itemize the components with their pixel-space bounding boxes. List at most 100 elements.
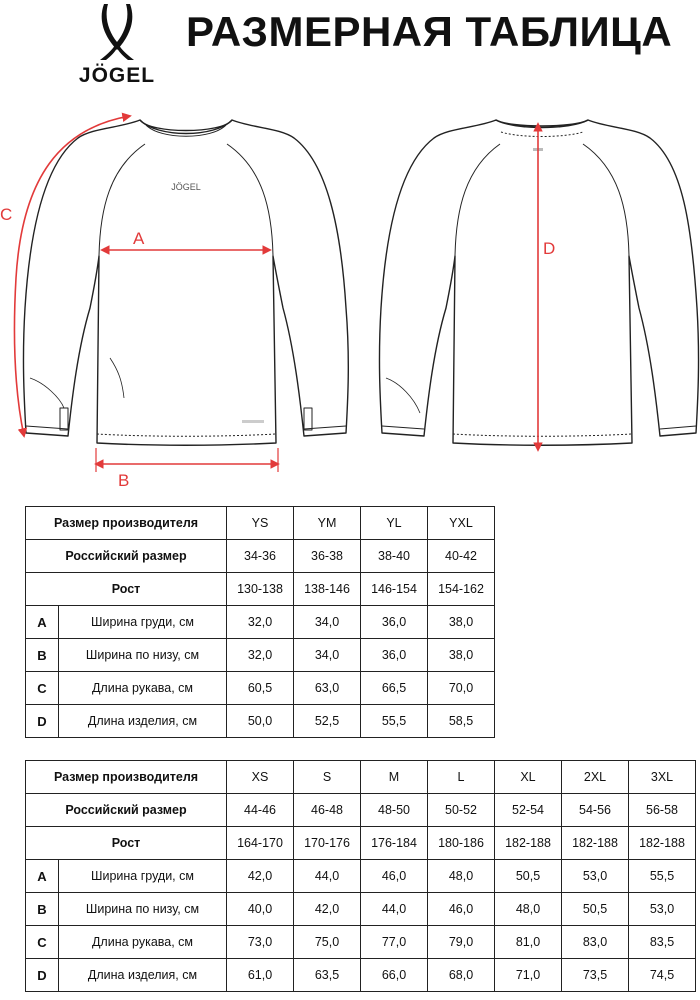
size-table-adult: Размер производителя XS S M L XL 2XL 3XL… (25, 760, 696, 992)
row-letter: A (25, 605, 59, 639)
page-title: РАЗМЕРНАЯ ТАБЛИЦА (186, 8, 673, 55)
size-cell: YM (293, 506, 361, 540)
value-cell: 38,0 (427, 605, 495, 639)
table-row: Российский размер 34-36 36-38 38-40 40-4… (25, 539, 495, 573)
table-row: Российский размер 44-46 46-48 48-50 50-5… (25, 793, 696, 827)
size-cell: 2XL (561, 760, 629, 794)
front-print: JÖGEL (171, 182, 201, 192)
value-cell: 138-146 (293, 572, 361, 606)
value-cell: 83,0 (561, 925, 629, 959)
value-cell: 52-54 (494, 793, 562, 827)
value-cell: 46,0 (360, 859, 428, 893)
value-cell: 34,0 (293, 605, 361, 639)
value-cell: 46,0 (427, 892, 495, 926)
value-cell: 36,0 (360, 605, 428, 639)
row-label: Ширина груди, см (58, 859, 227, 893)
value-cell: 54-56 (561, 793, 629, 827)
measure-b-label: B (118, 471, 129, 488)
value-cell: 48,0 (427, 859, 495, 893)
value-cell: 38-40 (360, 539, 428, 573)
value-cell: 73,5 (561, 958, 629, 992)
measure-d-label: D (543, 239, 555, 258)
garment-diagram: JÖGEL A B C D (0, 112, 700, 488)
size-cell: YXL (427, 506, 495, 540)
size-cell: M (360, 760, 428, 794)
value-cell: 36-38 (293, 539, 361, 573)
value-cell: 182-188 (494, 826, 562, 860)
brand-logo: JÖGEL (64, 0, 170, 88)
row-label: Ширина груди, см (58, 605, 227, 639)
value-cell: 154-162 (427, 572, 495, 606)
value-cell: 176-184 (360, 826, 428, 860)
value-cell: 53,0 (628, 892, 696, 926)
value-cell: 44,0 (293, 859, 361, 893)
table-row: B Ширина по низу, см 32,0 34,0 36,0 38,0 (25, 638, 495, 672)
table-row: C Длина рукава, см 73,0 75,0 77,0 79,0 8… (25, 925, 696, 959)
logo-mark-icon (100, 4, 134, 60)
value-cell: 81,0 (494, 925, 562, 959)
table-row: Рост 130-138 138-146 146-154 154-162 (25, 572, 495, 606)
value-cell: 68,0 (427, 958, 495, 992)
value-cell: 36,0 (360, 638, 428, 672)
value-cell: 32,0 (226, 638, 294, 672)
value-cell: 74,5 (628, 958, 696, 992)
value-cell: 83,5 (628, 925, 696, 959)
row-label: Рост (25, 826, 227, 860)
value-cell: 58,5 (427, 704, 495, 738)
table-row: A Ширина груди, см 32,0 34,0 36,0 38,0 (25, 605, 495, 639)
value-cell: 38,0 (427, 638, 495, 672)
value-cell: 44,0 (360, 892, 428, 926)
table-row: D Длина изделия, см 50,0 52,5 55,5 58,5 (25, 704, 495, 738)
value-cell: 55,5 (628, 859, 696, 893)
header-cell: Размер производителя (25, 506, 227, 540)
value-cell: 146-154 (360, 572, 428, 606)
value-cell: 50-52 (427, 793, 495, 827)
table-row: Размер производителя YS YM YL YXL (25, 506, 495, 540)
value-cell: 48,0 (494, 892, 562, 926)
value-cell: 50,0 (226, 704, 294, 738)
shirt-front (22, 119, 350, 446)
value-cell: 70,0 (427, 671, 495, 705)
table-row: Рост 164-170 170-176 176-184 180-186 182… (25, 826, 696, 860)
value-cell: 180-186 (427, 826, 495, 860)
row-letter: B (25, 892, 59, 926)
value-cell: 55,5 (360, 704, 428, 738)
value-cell: 34-36 (226, 539, 294, 573)
value-cell: 63,0 (293, 671, 361, 705)
row-label: Длина изделия, см (58, 704, 227, 738)
value-cell: 66,0 (360, 958, 428, 992)
table-row: D Длина изделия, см 61,0 63,5 66,0 68,0 … (25, 958, 696, 992)
value-cell: 46-48 (293, 793, 361, 827)
size-cell: YS (226, 506, 294, 540)
value-cell: 61,0 (226, 958, 294, 992)
size-cell: YL (360, 506, 428, 540)
value-cell: 48-50 (360, 793, 428, 827)
value-cell: 73,0 (226, 925, 294, 959)
size-cell: 3XL (628, 760, 696, 794)
value-cell: 182-188 (561, 826, 629, 860)
row-label: Длина изделия, см (58, 958, 227, 992)
row-letter: B (25, 638, 59, 672)
measure-a-label: A (133, 229, 145, 248)
table-row: B Ширина по низу, см 40,0 42,0 44,0 46,0… (25, 892, 696, 926)
measure-c-label: C (0, 205, 12, 224)
value-cell: 170-176 (293, 826, 361, 860)
row-letter: D (25, 704, 59, 738)
table-row: Размер производителя XS S M L XL 2XL 3XL (25, 760, 696, 794)
size-table-youth: Размер производителя YS YM YL YXL Россий… (25, 506, 495, 738)
value-cell: 32,0 (226, 605, 294, 639)
measure-c-arc (13, 112, 132, 438)
brand-name: JÖGEL (78, 64, 156, 87)
value-cell: 53,0 (561, 859, 629, 893)
row-label: Рост (25, 572, 227, 606)
shirt-back (378, 119, 700, 446)
value-cell: 34,0 (293, 638, 361, 672)
size-cell: XS (226, 760, 294, 794)
row-label: Длина рукава, см (58, 671, 227, 705)
value-cell: 50,5 (494, 859, 562, 893)
size-cell: XL (494, 760, 562, 794)
value-cell: 63,5 (293, 958, 361, 992)
value-cell: 44-46 (226, 793, 294, 827)
table-row: A Ширина груди, см 42,0 44,0 46,0 48,0 5… (25, 859, 696, 893)
value-cell: 71,0 (494, 958, 562, 992)
